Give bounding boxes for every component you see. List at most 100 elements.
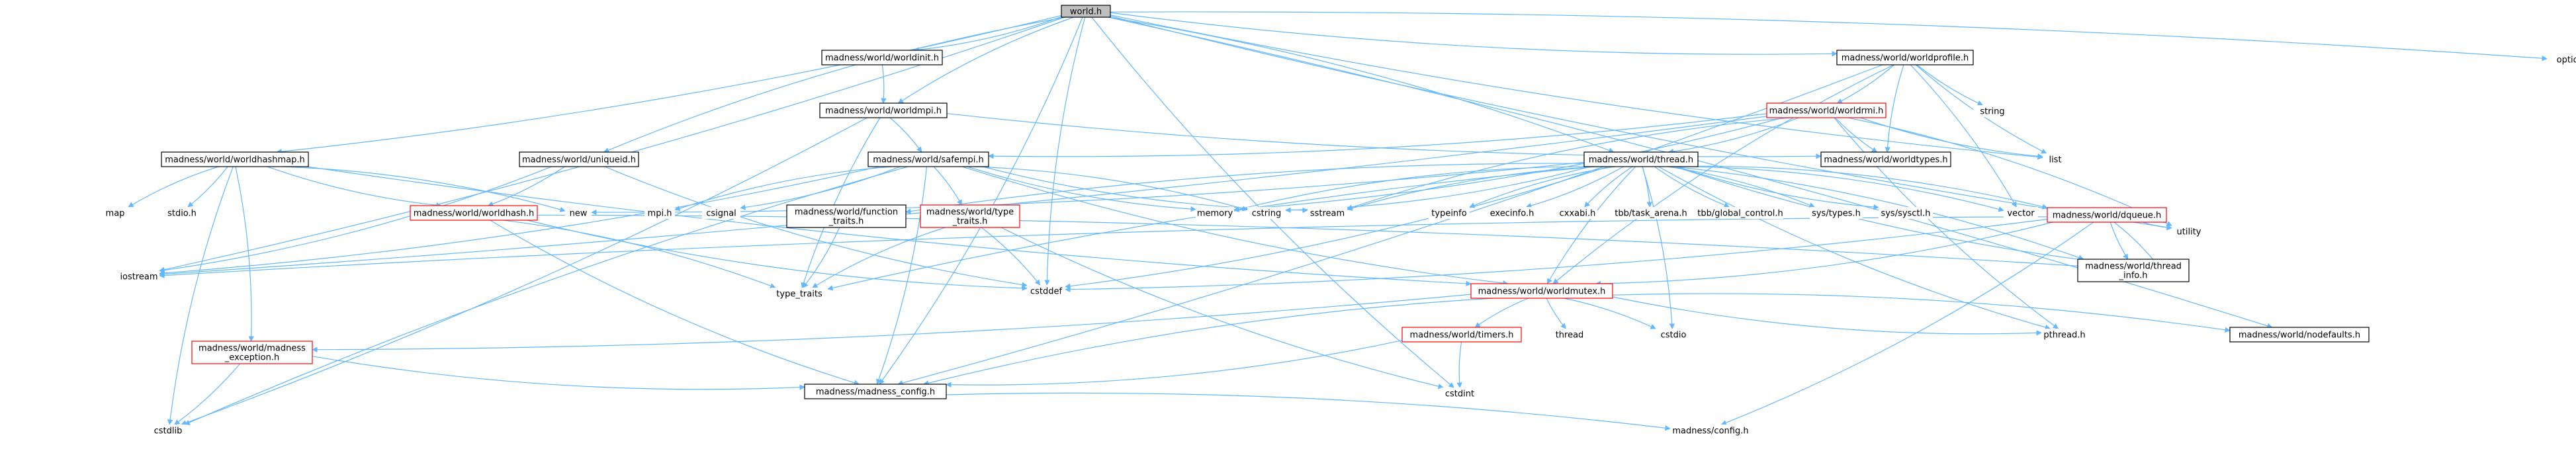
node-box [920,204,1020,228]
edge-worldmutex-to-thread_plain [1546,298,1566,329]
node-worldprofile[interactable]: madness/world/worldprofile.h [1836,50,1974,65]
node-label: madness/world/worldmpi.h [825,106,942,116]
node-label: madness/world/uniqueid.h [522,155,636,165]
node-label: mpi.h [648,209,672,219]
edge-worldmutex-to-madness_config [923,298,1494,386]
node-label: iostream [120,272,157,282]
node-worldmpi[interactable]: madness/world/worldmpi.h [819,102,948,118]
edge-worldmutex-to-pthread_h [1612,296,2042,336]
node-worldmutex[interactable]: madness/world/worldmutex.h [1470,283,1613,299]
node-label: string [1980,107,2004,117]
node-optional: optional [2547,54,2576,65]
node-background [1552,329,1587,341]
edge-dqueue-to-iostream [159,216,2048,278]
node-map: map [101,207,130,219]
node-function-traits[interactable]: madness/world/function_traits.h [786,204,907,228]
edge-worldrmi-to-sstream [1347,117,1791,210]
node-label: madness/world/worldrmi.h [1769,106,1884,116]
node-box [410,205,538,221]
edge-worldrmi-to-pthread_h [1834,117,2059,329]
edge-worldhash-to-stdint_h [537,214,2145,273]
node-background [1441,388,1479,399]
node-type-traits-h[interactable]: madness/world/type_traits.h [920,204,1020,228]
edge-thread-to-cxxabi [1584,166,1633,208]
node-box [1470,283,1613,299]
edge-type_traits_h-to-type_traits [812,227,946,288]
node-label: utility [2177,227,2201,237]
edge-world_h-to-worldprofile [1110,12,1838,57]
node-madness-config[interactable]: madness/madness_config.h [804,384,947,399]
node-label: typeinfo [1431,209,1466,219]
node-uniqueid[interactable]: madness/world/uniqueid.h [519,151,639,167]
node-box [1836,50,1974,65]
node-worldrmi[interactable]: madness/world/worldrmi.h [1766,102,1887,118]
node-csignal: csignal [702,207,740,219]
node-worldtypes[interactable]: madness/world/worldtypes.h [1820,151,1951,167]
node-madness-exception[interactable]: madness/world/madness_exception.h [191,341,313,364]
node-label: world.h [1070,7,1102,17]
edge-worldprofile-to-vector [1910,64,2017,208]
node-cstddef: cstddef [1027,285,1065,297]
node-background [1489,207,1534,219]
node-worldhash[interactable]: madness/world/worldhash.h [410,205,538,221]
node-label: thread [1556,331,1584,341]
node-label: madness/world/worldhash.h [414,209,535,219]
edge-madness_exception-to-cstdlib [174,363,241,425]
edge-safempi-to-cstdlib [184,166,909,425]
edge-dqueue-to-config_h [1720,222,2094,426]
node-world-h[interactable]: world.h [1061,5,1111,18]
node-background [1558,207,1597,219]
node-mpi-h: mpi.h [644,207,675,219]
edge-worldmutex-to-cstdio [1564,298,1656,329]
node-background [1247,207,1286,219]
node-label-line: madness/world/function [795,208,898,218]
node-thread[interactable]: madness/world/thread.h [1583,151,1699,167]
node-worldhashmap[interactable]: madness/world/worldhashmap.h [161,151,309,167]
edge-thread-to-thread_info [1673,166,2084,261]
edge-dqueue-to-stdint_h [2113,222,2158,266]
edge-thread-to-execinfo [1525,166,1624,208]
node-label: cstdlib [154,427,183,436]
edge-safempi-to-type_traits_h [933,166,963,206]
edge-worldprofile-to-worldmutex [1552,64,1894,284]
edge-worldmpi-to-cstdlib [181,117,867,426]
node-label: tbb/global_control.h [1697,209,1783,219]
edge-worldprofile-to-worldrmi [1836,64,1894,104]
edge-timers-to-cstdint [1456,341,1462,388]
edge-worldrmi-to-iostream [159,116,1767,277]
node-thread-info[interactable]: madness/world/thread_info.h [2077,259,2190,282]
node-label: madness/madness_config.h [816,388,935,397]
node-safempi[interactable]: madness/world/safempi.h [867,151,989,167]
node-label: cxxabi.h [1560,209,1596,219]
node-label: csignal [706,209,736,219]
edge-world_h-to-uniqueid [603,17,1066,153]
node-label: madness/world/thread.h [1589,155,1693,165]
node-box [804,384,947,399]
edge-thread-to-sys_sysctl [1677,166,1879,210]
edge-worldhashmap-to-new [281,166,566,212]
node-label: sys/types.h [1812,209,1861,219]
node-vector: vector [2004,207,2038,219]
node-cxxabi: cxxabi.h [1558,207,1597,219]
node-worldinit[interactable]: madness/world/worldinit.h [821,50,943,65]
node-label: new [570,209,588,219]
node-background [1973,105,2012,117]
node-new: new [565,207,592,219]
edge-thread-to-tbb_global_control [1654,166,1730,208]
edge-safempi-to-cstring [974,166,1248,212]
node-label: pthread.h [2043,331,2085,341]
node-label: optional [2557,56,2576,65]
node-timers[interactable]: madness/world/timers.h [1401,327,1522,343]
node-dqueue[interactable]: madness/world/dqueue.h [2047,207,2167,223]
edge-worldhashmap-to-stdio_h [187,166,228,208]
edge-thread-to-memory [1233,166,1585,212]
node-sys-sysctl: sys/sysctl.h [1879,207,1933,219]
node-utility: utility [2172,225,2206,237]
edge-safempi-to-worldmutex [962,166,1509,286]
node-nodefaults[interactable]: madness/world/nodefaults.h [2229,327,2370,343]
edge-worldprofile-to-worldtypes [1885,64,1904,153]
node-background [1429,207,1470,219]
node-label-line: _traits.h [828,217,864,227]
node-background [702,207,740,219]
node-execinfo: execinfo.h [1489,207,1534,219]
